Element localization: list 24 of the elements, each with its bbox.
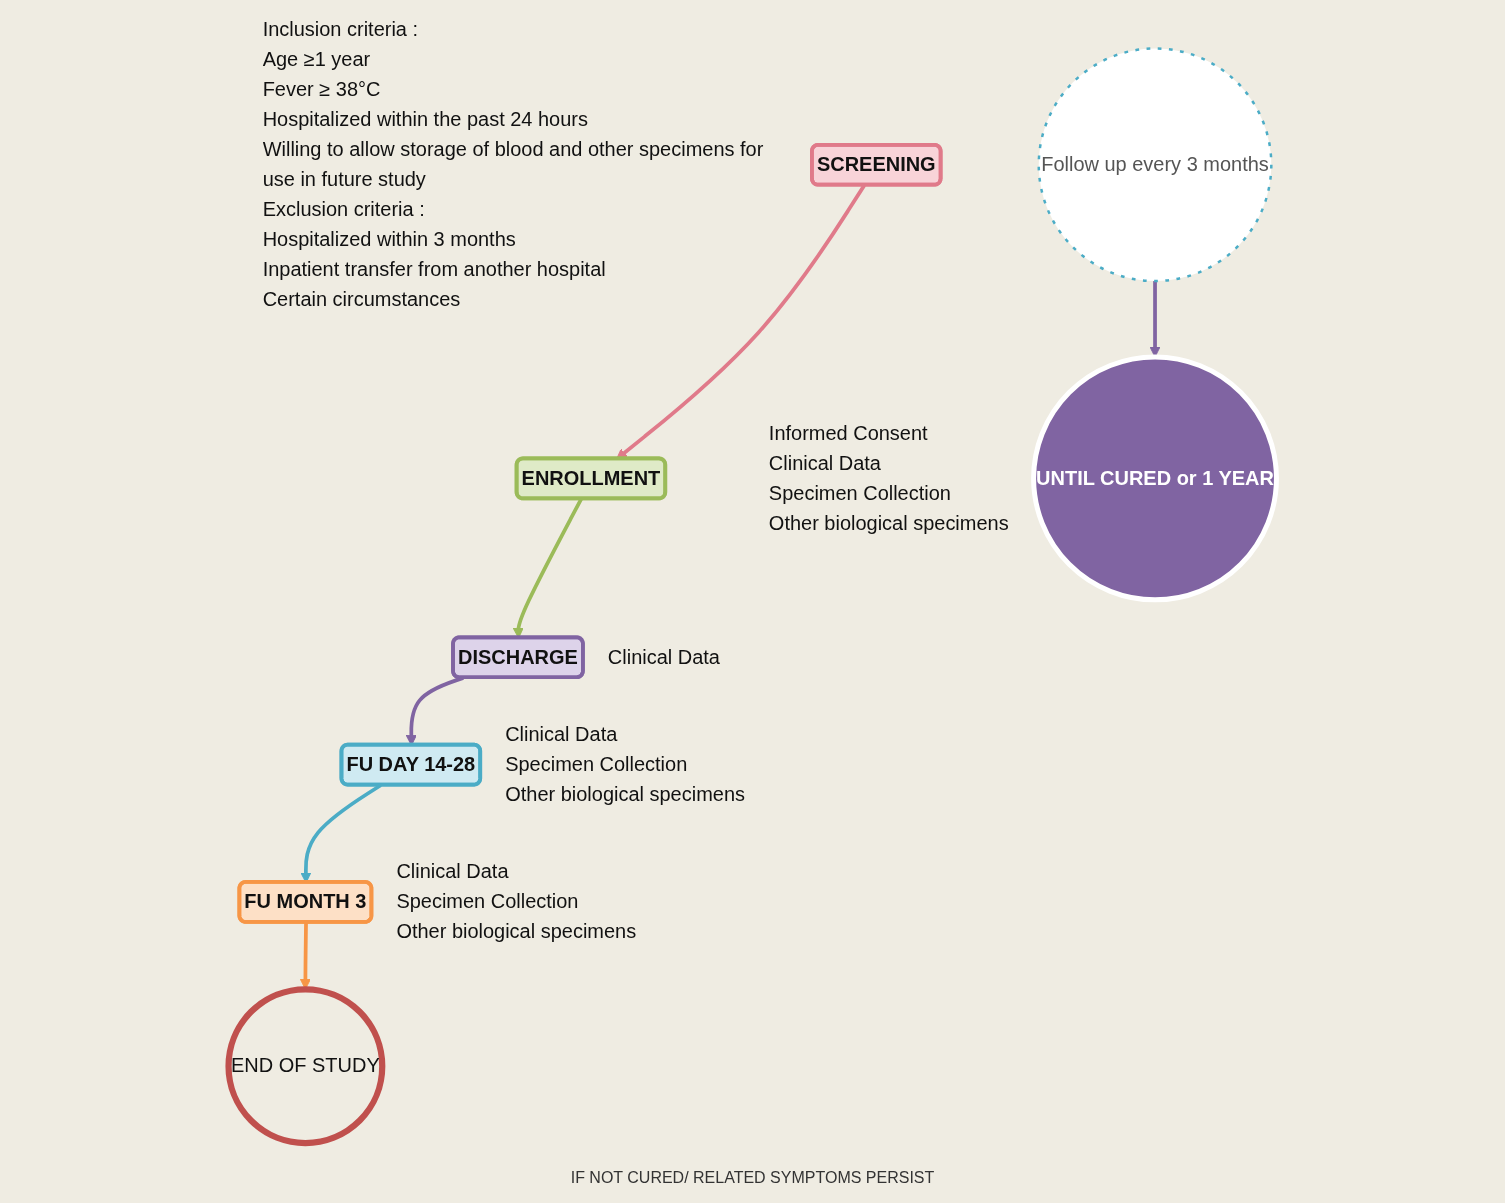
- node-circle: Follow up every 3 months: [1037, 47, 1273, 283]
- node-label: Clinical Data: [396, 860, 509, 882]
- node-label: Fever ≥ 38°C: [262, 78, 381, 100]
- node-label: Hospitalized within the past 24 hours: [262, 108, 588, 130]
- node-circle: UNTIL CURED or 1 YEAR: [1031, 354, 1279, 603]
- node-label: Other biological specimens: [768, 512, 1009, 534]
- node-label: Clinical Data: [505, 723, 618, 745]
- node-circle: END OF STUDY: [225, 986, 386, 1147]
- node-label: Inpatient transfer from another hospital: [262, 258, 606, 280]
- node-label: Certain circumstances: [262, 288, 461, 310]
- node-label: Specimen Collection: [768, 482, 951, 504]
- node-label: Hospitalized within 3 months: [262, 228, 516, 250]
- node-label: Age ≥1 year: [262, 48, 371, 70]
- node-label: Specimen Collection: [505, 753, 688, 775]
- node-label: Specimen Collection: [396, 890, 579, 912]
- node-label: Willing to allow storage of blood and other specimens for use in future study: [262, 138, 764, 190]
- node-label: Other biological specimens: [505, 783, 745, 805]
- node-label: Informed Consent: [768, 422, 928, 444]
- node-label: Clinical Data: [768, 452, 881, 474]
- node-label: Inclusion criteria :: [262, 18, 419, 40]
- node-label: Clinical Data: [607, 646, 720, 668]
- note-text: IF NOT CURED/ RELATED SYMPTOMS PERSIST: [570, 1169, 935, 1187]
- node-label: Other biological specimens: [396, 920, 637, 942]
- node-label: Exclusion criteria :: [262, 198, 425, 220]
